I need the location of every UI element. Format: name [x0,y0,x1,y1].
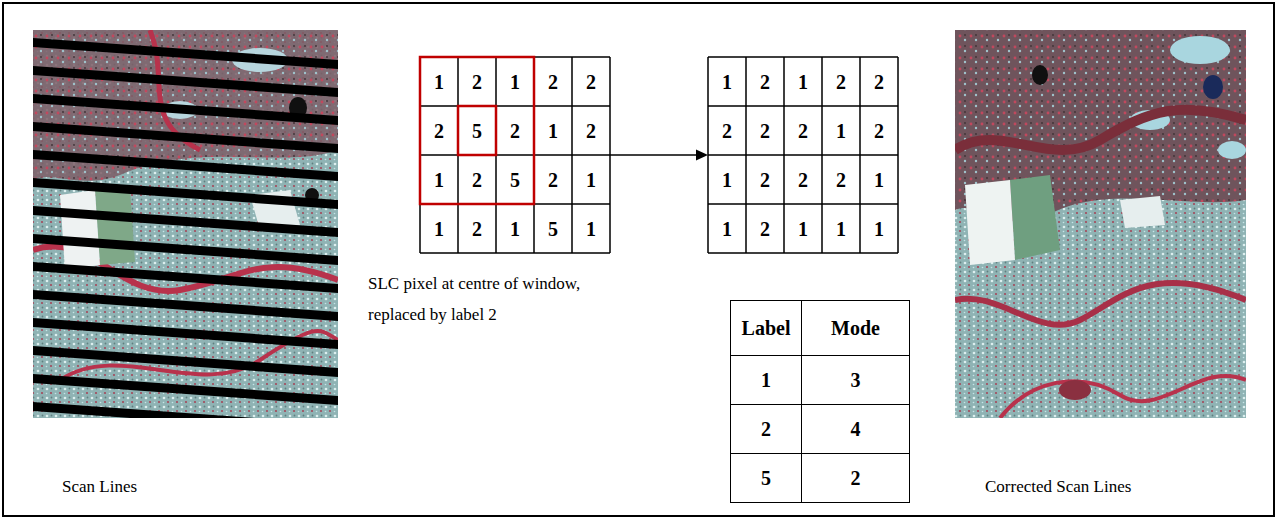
pixel-label: 2 [746,204,784,253]
white-field [60,190,100,270]
table-value: 1 [761,369,771,391]
scan-line-gaps [33,38,338,418]
table-value: 2 [761,418,771,440]
pixel-label: 2 [784,155,822,204]
river [1000,376,1246,418]
table-value: 5 [761,467,771,489]
table-cell: 2 [802,454,910,503]
pixel-label: 1 [572,155,610,204]
white-field [1120,196,1165,228]
table-cell: 2 [731,405,802,454]
grid-lines [708,57,898,253]
bright-patch [1218,141,1246,159]
pixel-label: 2 [458,57,496,106]
table-value: 4 [851,418,861,440]
river [955,110,1246,150]
pixel-label: 1 [822,106,860,155]
window-note: SLC pixel at centre of window, replaced … [368,268,608,330]
filter-window [420,57,534,204]
pixel-label: 1 [822,204,860,253]
red-patch [1059,380,1091,400]
pixel-label: 1 [860,155,898,204]
river [955,283,1246,325]
pixel-label: 2 [746,155,784,204]
centre-pixel-outline [458,106,496,155]
table-value: 3 [851,369,861,391]
image-caption: Scan Lines [62,477,137,497]
bright-patch [1170,36,1230,64]
table-cell: Mode [802,301,910,356]
table-row: 24 [731,405,910,454]
pixel-label: 5 [458,106,496,155]
pixel-label: 2 [572,57,610,106]
pixel-label: 2 [496,106,534,155]
table-cell: 4 [802,405,910,454]
pixel-label: 1 [708,57,746,106]
green-field [95,188,135,265]
white-field [965,180,1015,265]
pixel-label: 2 [458,155,496,204]
pond [1032,65,1048,85]
corrected-image [955,30,1246,418]
table-value: 2 [851,467,861,489]
pixel-label: 2 [534,57,572,106]
image-caption: Corrected Scan Lines [985,477,1131,497]
pixel-label: 2 [746,106,784,155]
pixel-label: 1 [572,204,610,253]
arrow-head [696,150,708,161]
pixel-label: 1 [420,57,458,106]
pixel-label: 1 [784,204,822,253]
table-cell: 1 [731,356,802,405]
image-texture [955,30,1246,418]
label-mode-table: LabelMode132452 [730,300,910,503]
table-cell: 5 [731,454,802,503]
image-ground [955,30,1246,418]
pixel-label: 2 [784,106,822,155]
pixel-label: 1 [496,57,534,106]
pixel-label: 5 [534,204,572,253]
pixel-label: 2 [708,106,746,155]
input-label-grid: 12122252121252112151 [420,57,610,253]
table-row: 13 [731,356,910,405]
pixel-label: 1 [860,204,898,253]
pixel-label: 2 [572,106,610,155]
lake [1203,75,1223,99]
arrow-line [610,154,698,156]
grid-lines [420,57,610,253]
pixel-label: 1 [496,204,534,253]
pixel-label: 1 [420,155,458,204]
pixel-label: 1 [534,106,572,155]
pixel-label: 1 [784,57,822,106]
pixel-label: 2 [458,204,496,253]
pixel-label: 1 [420,204,458,253]
pixel-label: 2 [860,106,898,155]
output-label-grid: 12122222121222112111 [708,57,898,253]
pixel-label: 2 [822,57,860,106]
pixel-label: 2 [420,106,458,155]
scan-lines-image [33,30,338,418]
transform-arrow [610,150,708,161]
pixel-label: 2 [860,57,898,106]
pixel-label: 2 [534,155,572,204]
pixel-label: 2 [822,155,860,204]
table-header: Label [742,317,791,339]
pixel-label: 5 [496,155,534,204]
grid-lines [420,57,898,253]
green-field [1010,175,1060,260]
table-row: 52 [731,454,910,503]
pixel-label: 1 [708,204,746,253]
table-row: Label Mode [731,301,910,356]
table-cell: Label [731,301,802,356]
pixel-label: 2 [746,57,784,106]
table-cell: 3 [802,356,910,405]
pixel-label: 1 [708,155,746,204]
table-header: Mode [831,317,880,339]
